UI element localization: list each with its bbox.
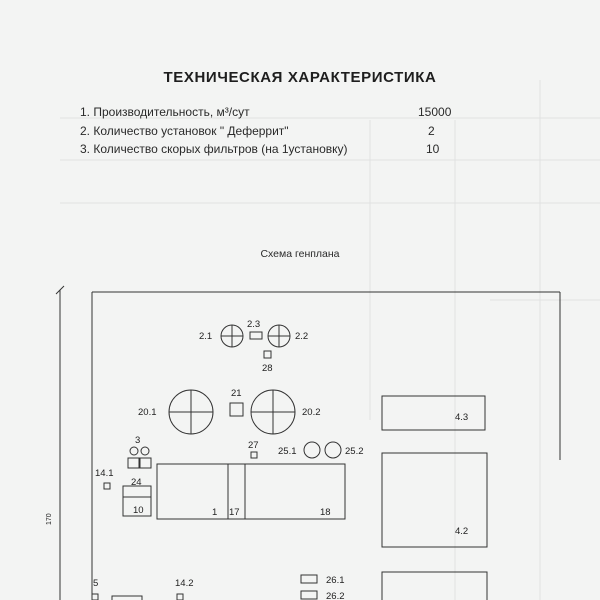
box-4-3 (381, 395, 486, 431)
label-21: 21 (231, 388, 242, 399)
dimension-tick (55, 285, 65, 295)
label-4-2: 4.2 (455, 526, 468, 537)
label-2-3: 2.3 (247, 319, 260, 330)
box-27 (250, 451, 258, 459)
label-2-1: 2.1 (199, 331, 212, 342)
box-14-1 (103, 482, 111, 490)
circle-3b (140, 446, 150, 456)
label-25-2: 25.2 (345, 446, 364, 457)
spec-label: 3. Количество скорых фильтров (на 1устан… (80, 142, 348, 156)
box-26-1 (300, 574, 318, 584)
circle-25-1 (303, 441, 321, 459)
box-3a (127, 457, 140, 469)
label-26-2: 26.2 (326, 591, 345, 600)
label-1: 1 (212, 507, 217, 518)
spec-value: 2 (428, 124, 435, 138)
scheme-title: Схема генплана (260, 248, 340, 260)
spec-value: 10 (426, 142, 440, 156)
building-1-17-18 (156, 463, 346, 520)
label-18: 18 (320, 507, 331, 518)
page-title: ТЕХНИЧЕСКАЯ ХАРАКТЕРИСТИКА (163, 69, 437, 86)
spec-value: 15000 (418, 105, 452, 119)
label-25-1: 25.1 (278, 446, 297, 457)
box-2-3 (249, 331, 263, 340)
label-14-2: 14.2 (175, 578, 194, 589)
label-20-2: 20.2 (302, 407, 321, 418)
box-14-2 (176, 593, 184, 600)
label-2-2: 2.2 (295, 331, 308, 342)
box-21 (229, 402, 244, 417)
dimension-label: 170 (46, 513, 53, 525)
spec-label: 1. Производительность, м³/сут (80, 105, 250, 119)
box-bottom-left (111, 595, 143, 600)
box-4-1-partial (381, 571, 488, 600)
circle-3a (129, 446, 139, 456)
label-26-1: 26.1 (326, 575, 345, 586)
box-28 (263, 350, 272, 359)
box-3b (139, 457, 152, 469)
label-20-1: 20.1 (138, 407, 157, 418)
box-5 (91, 593, 99, 600)
label-10: 10 (133, 505, 144, 516)
label-14-1: 14.1 (95, 468, 114, 479)
box-24-10 (122, 485, 152, 517)
label-27: 27 (248, 440, 259, 451)
box-26-2 (300, 590, 318, 600)
box-4-2 (381, 452, 488, 548)
label-3: 3 (135, 435, 140, 446)
spec-label: 2. Количество установок " Деферрит" (80, 124, 289, 138)
label-17: 17 (229, 507, 240, 518)
circle-25-2 (324, 441, 342, 459)
label-5: 5 (93, 578, 98, 589)
label-24: 24 (131, 477, 142, 488)
label-28: 28 (262, 363, 273, 374)
label-4-3: 4.3 (455, 412, 468, 423)
